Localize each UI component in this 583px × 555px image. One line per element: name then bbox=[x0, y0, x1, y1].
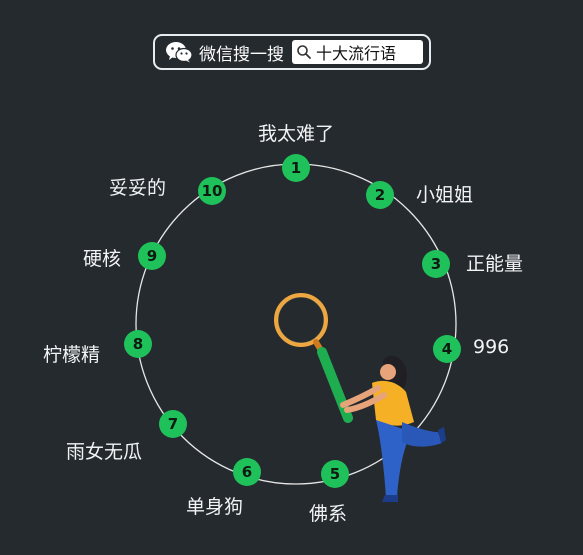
rank-marker-9: 9 bbox=[138, 242, 166, 270]
search-icon bbox=[297, 45, 311, 59]
word-label-9: 硬核 bbox=[83, 248, 122, 270]
wechat-search-banner: 微信搜一搜 十大流行语 bbox=[153, 34, 431, 70]
search-input[interactable]: 十大流行语 bbox=[292, 40, 423, 64]
word-label-2: 小姐姐 bbox=[416, 184, 474, 206]
word-label-1: 我太难了 bbox=[258, 123, 335, 145]
word-label-10: 妥妥的 bbox=[109, 177, 167, 199]
rank-marker-6: 6 bbox=[233, 458, 261, 486]
rank-marker-7: 7 bbox=[159, 410, 187, 438]
word-label-7: 雨女无瓜 bbox=[66, 441, 143, 463]
search-prefix: 微信搜一搜 bbox=[199, 44, 284, 65]
rank-marker-5: 5 bbox=[321, 460, 349, 488]
rank-marker-2: 2 bbox=[366, 181, 394, 209]
rank-marker-4: 4 bbox=[433, 335, 461, 363]
search-term: 十大流行语 bbox=[316, 44, 397, 63]
wechat-icon bbox=[166, 42, 193, 63]
word-label-5: 佛系 bbox=[309, 503, 348, 525]
word-label-3: 正能量 bbox=[466, 253, 524, 275]
word-label-4: 996 bbox=[473, 336, 510, 358]
word-label-8: 柠檬精 bbox=[43, 344, 101, 366]
rank-marker-1: 1 bbox=[282, 154, 310, 182]
rank-marker-10: 10 bbox=[198, 177, 226, 205]
woman-figure bbox=[340, 355, 446, 502]
rank-marker-3: 3 bbox=[422, 250, 450, 278]
magnifier-icon bbox=[274, 293, 353, 423]
rank-marker-8: 8 bbox=[124, 330, 152, 358]
word-label-6: 单身狗 bbox=[186, 496, 244, 518]
